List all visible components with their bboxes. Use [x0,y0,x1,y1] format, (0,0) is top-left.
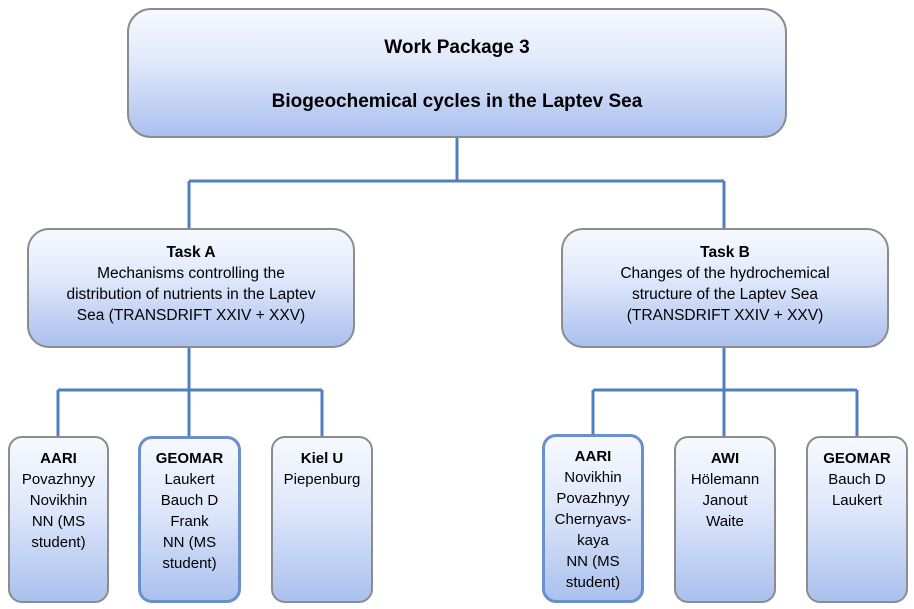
member-org: AARI [574,448,612,465]
task-b-line-3: (TRANSDRIFT XXIV + XXV) [626,307,824,324]
member-org: GEOMAR [155,450,224,467]
member-name: NN (MS [162,534,217,551]
member-name: NN (MS [566,553,620,570]
member-name: Frank [170,513,209,530]
member-name: student) [162,555,217,572]
member-name: Novikhin [29,492,88,509]
work-package-box: Work Package 3 Biogeochemical cycles in … [127,8,787,138]
task-b-box: Task B Changes of the hydrochemical stru… [561,228,889,348]
member-name: student) [31,534,86,551]
task-a-box: Task A Mechanisms controlling the distri… [27,228,355,348]
member-org: GEOMAR [823,450,891,467]
member-box-b-aari: AARI Novikhin Povazhnyy Chernyavs- kaya … [542,434,644,603]
member-name: Novikhin [564,469,622,486]
task-b-line-2: structure of the Laptev Sea [631,286,819,303]
member-name: Janout [702,492,748,509]
work-package-title: Work Package 3 [384,37,530,58]
member-name: Waite [706,513,744,530]
member-box-b-awi: AWI Hölemann Janout Waite [674,436,776,603]
member-name: Povazhnyy [556,490,630,507]
task-b-line-1: Changes of the hydrochemical [620,265,830,282]
member-org: Kiel U [300,450,344,467]
member-org: AWI [710,450,740,467]
member-name: Bauch D [828,471,886,488]
member-name: kaya [577,532,609,549]
member-name: Bauch D [160,492,219,509]
member-box-a-kiel: Kiel U Piepenburg [271,436,373,603]
task-a-title: Task A [166,244,216,261]
member-name: Laukert [164,471,215,488]
member-name: Piepenburg [283,471,361,488]
task-a-line-1: Mechanisms controlling the [97,265,285,282]
member-org: AARI [40,450,77,467]
member-name: Chernyavs- [554,511,632,528]
task-a-line-2: distribution of nutrients in the Laptev [66,286,316,303]
task-b-title: Task B [700,244,750,261]
member-name: Hölemann [690,471,760,488]
member-box-a-aari: AARI Povazhnyy Novikhin NN (MS student) [8,436,109,603]
member-box-b-geomar: GEOMAR Bauch D Laukert [806,436,908,603]
member-name: NN (MS [31,513,86,530]
member-name: Laukert [831,492,883,509]
member-name: student) [565,574,621,591]
task-a-line-3: Sea (TRANSDRIFT XXIV + XXV) [76,307,306,324]
member-name: Povazhnyy [21,471,96,488]
work-package-subtitle: Biogeochemical cycles in the Laptev Sea [271,91,643,112]
member-box-a-geomar: GEOMAR Laukert Bauch D Frank NN (MS stud… [138,436,241,603]
